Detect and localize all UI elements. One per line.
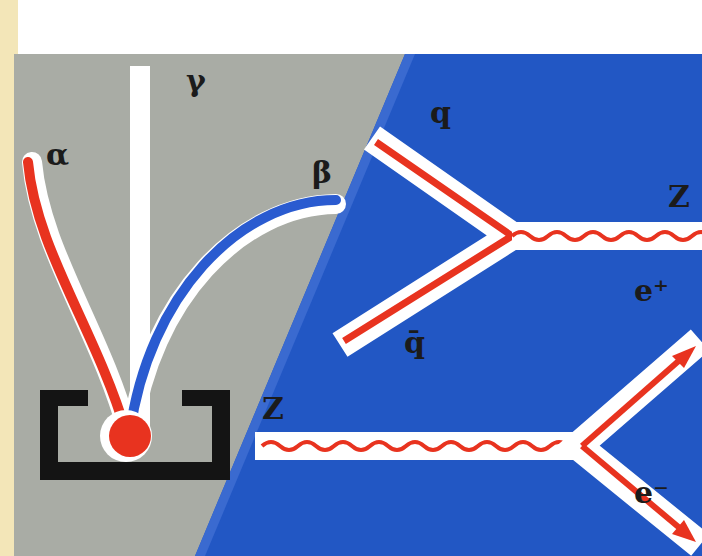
gamma-label: γ — [186, 66, 206, 96]
z-boson-label: Z — [262, 394, 284, 424]
positron-line — [582, 358, 682, 446]
beta-label: β — [312, 158, 332, 188]
electron-arrowhead — [672, 520, 696, 542]
radioactive-source — [109, 415, 151, 457]
antiquark-label: q̄ — [404, 328, 425, 358]
beta-ray — [130, 200, 336, 432]
positron-arrowhead — [672, 346, 696, 368]
source-halo — [100, 410, 152, 462]
lepton-lines-outline — [578, 340, 700, 545]
quark-label: q — [430, 98, 451, 128]
blue-panel — [195, 54, 702, 556]
electron-line — [582, 446, 682, 530]
positron-label: e⁺ — [634, 276, 669, 306]
z-band-bottom — [255, 432, 580, 460]
z-boson-label: Z — [668, 182, 690, 212]
alpha-label: α — [46, 140, 69, 170]
quark-lines — [344, 142, 512, 341]
z-boson-wave-top — [512, 232, 702, 240]
z-boson-wave-bottom — [262, 442, 568, 450]
electron-label: e⁻ — [634, 478, 669, 508]
lead-container — [40, 390, 230, 480]
quark-lines-outline — [340, 138, 512, 345]
